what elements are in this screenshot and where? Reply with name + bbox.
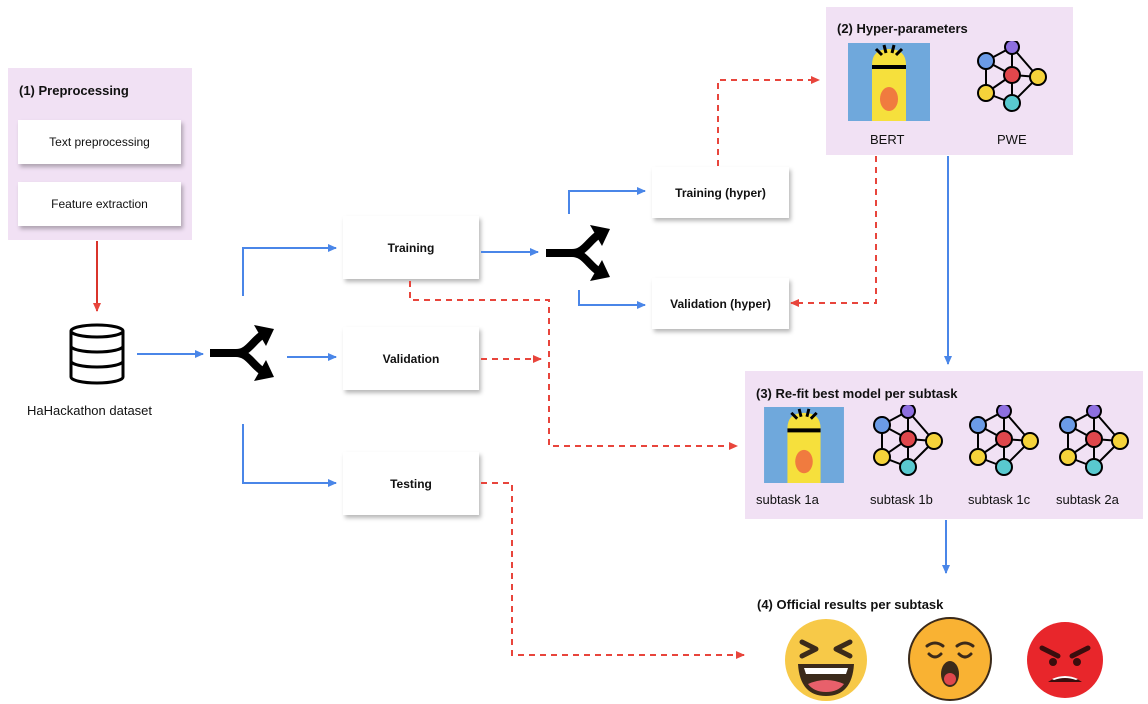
- pwe-icon: [977, 41, 1047, 112]
- hypersplit-to-training-hyper-arrow: [568, 187, 646, 214]
- pwe-subtask-2a-icon: [1059, 405, 1129, 476]
- testing-to-results-arrow: [481, 482, 745, 659]
- preprocessing-panel: (1) Preprocessing Text preprocessing Fea…: [8, 68, 192, 240]
- dataset-label: HaHackathon dataset: [27, 403, 153, 418]
- split-to-training-arrow: [242, 244, 337, 296]
- results-title: (4) Official results per subtask: [757, 597, 944, 612]
- hyperparams-to-validation-hyper-arrow: [790, 156, 877, 307]
- split-to-testing-arrow: [242, 424, 337, 487]
- hypersplit-to-validation-hyper-arrow: [578, 290, 646, 309]
- refit-title: (3) Re-fit best model per subtask: [756, 386, 958, 401]
- subtask-2a-label: subtask 2a: [1056, 492, 1119, 507]
- preprocessing-title: (1) Preprocessing: [19, 83, 129, 98]
- training-to-refit-arrow: [409, 281, 738, 450]
- subtask-1a-label: subtask 1a: [756, 492, 819, 507]
- training-box: Training: [343, 216, 479, 279]
- validation-box: Validation: [343, 327, 479, 390]
- refit-panel: (3) Re-fit best model per subtask subtas…: [745, 371, 1143, 519]
- bert-subtask-1a-icon: [764, 407, 844, 483]
- testing-box: Testing: [343, 452, 479, 515]
- database-icon: [69, 323, 125, 385]
- hyper-parameters-title: (2) Hyper-parameters: [837, 21, 968, 36]
- pwe-subtask-1c-icon: [969, 405, 1039, 476]
- training-hyper-box: Training (hyper): [652, 167, 789, 218]
- training-hyper-to-hyperparams-arrow: [717, 76, 820, 166]
- dataset-split-icon: [210, 325, 274, 381]
- pwe-label: PWE: [997, 132, 1027, 147]
- laughing-emoji-icon: [785, 619, 867, 701]
- yawning-emoji-icon: [908, 617, 992, 701]
- bert-label: BERT: [870, 132, 905, 147]
- validation-hyper-box: Validation (hyper): [652, 278, 789, 329]
- bert-icon: [848, 43, 930, 121]
- subtask-1c-label: subtask 1c: [968, 492, 1031, 507]
- feature-extraction-step: Feature extraction: [18, 182, 181, 226]
- pwe-subtask-1b-icon: [873, 405, 943, 476]
- hyper-split-icon: [546, 225, 610, 281]
- angry-emoji-icon: [1027, 622, 1103, 698]
- subtask-1b-label: subtask 1b: [870, 492, 933, 507]
- text-preprocessing-step: Text preprocessing: [18, 120, 181, 164]
